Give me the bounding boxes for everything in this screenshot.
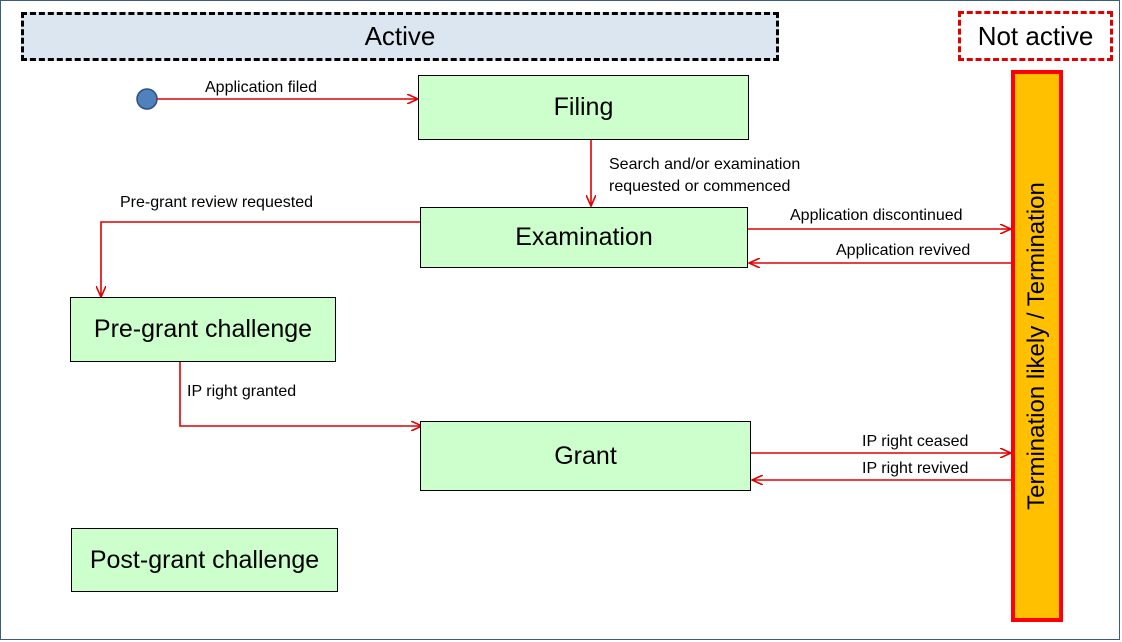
start-node bbox=[137, 89, 157, 109]
state-pre-grant-challenge-label: Pre-grant challenge bbox=[94, 315, 312, 344]
state-examination-label: Examination bbox=[515, 223, 653, 252]
label-search-line2: requested or commenced bbox=[609, 176, 790, 198]
label-pre-grant-review: Pre-grant review requested bbox=[120, 192, 313, 214]
state-pre-grant-challenge: Pre-grant challenge bbox=[70, 297, 336, 362]
label-ip-right-granted: IP right granted bbox=[187, 381, 296, 403]
state-filing-label: Filing bbox=[554, 93, 614, 122]
label-application-discontinued: Application discontinued bbox=[790, 205, 963, 227]
state-grant-label: Grant bbox=[554, 442, 617, 471]
label-application-filed: Application filed bbox=[205, 77, 317, 99]
label-application-revived: Application revived bbox=[836, 240, 970, 262]
state-grant: Grant bbox=[420, 421, 751, 491]
state-post-grant-challenge-label: Post-grant challenge bbox=[90, 546, 319, 575]
termination-label: Termination likely / Termination bbox=[1023, 182, 1051, 510]
state-examination: Examination bbox=[420, 207, 748, 268]
state-post-grant-challenge: Post-grant challenge bbox=[71, 528, 338, 592]
label-ip-right-ceased: IP right ceased bbox=[862, 431, 968, 453]
state-filing: Filing bbox=[418, 75, 749, 140]
label-search-line1: Search and/or examination bbox=[609, 154, 800, 176]
arrow-pre-grant-review bbox=[101, 222, 420, 297]
label-ip-right-revived: IP right revived bbox=[862, 458, 968, 480]
termination-bar: Termination likely / Termination bbox=[1011, 70, 1063, 622]
